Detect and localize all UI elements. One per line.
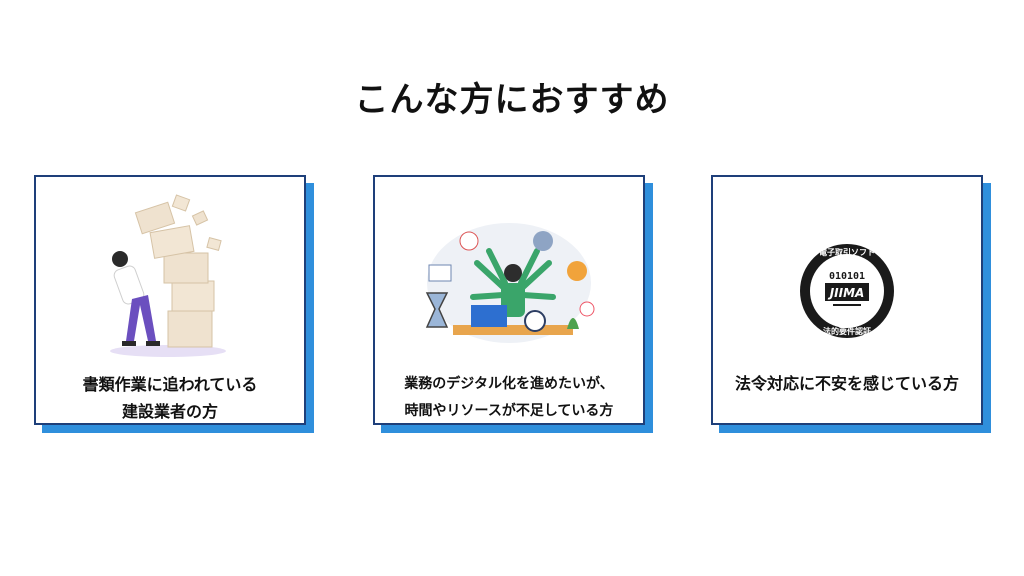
card-text-line-2: 建設業者の方	[121, 402, 218, 421]
multitasking-worker-illustration	[425, 223, 595, 343]
recommend-card-1: 書類作業に追われている 建設業者の方	[34, 175, 314, 433]
badge-top-text: 電子取引ソフト	[819, 247, 875, 257]
card-body: 010101 JIIMA 電子取引ソフト 法的要件認証 法令対応に不安を感じてい…	[711, 175, 983, 425]
badge-code: 010101	[829, 271, 865, 282]
card-text-line-2: 時間やリソースが不足している方	[404, 403, 614, 419]
badge-bottom-text: 法的要件認証	[823, 326, 871, 336]
badge-logo: JIIMA	[828, 286, 865, 300]
card-text-line-1: 業務のデジタル化を進めたいが、	[404, 376, 614, 392]
card-text-line-1: 書類作業に追われている	[82, 375, 258, 394]
recommend-card-3: 010101 JIIMA 電子取引ソフト 法的要件認証 法令対応に不安を感じてい…	[711, 175, 991, 433]
page-title: こんな方におすすめ	[354, 80, 670, 120]
card-body: 書類作業に追われている 建設業者の方	[34, 175, 306, 425]
card-text-line-1: 法令対応に不安を感じている方	[734, 374, 959, 393]
jiima-certification-badge: 010101 JIIMA 電子取引ソフト 法的要件認証	[800, 244, 894, 338]
recommend-card-2: 業務のデジタル化を進めたいが、 時間やリソースが不足している方	[373, 175, 653, 433]
card-body: 業務のデジタル化を進めたいが、 時間やリソースが不足している方	[373, 175, 645, 425]
stressed-worker-illustration	[110, 194, 226, 357]
